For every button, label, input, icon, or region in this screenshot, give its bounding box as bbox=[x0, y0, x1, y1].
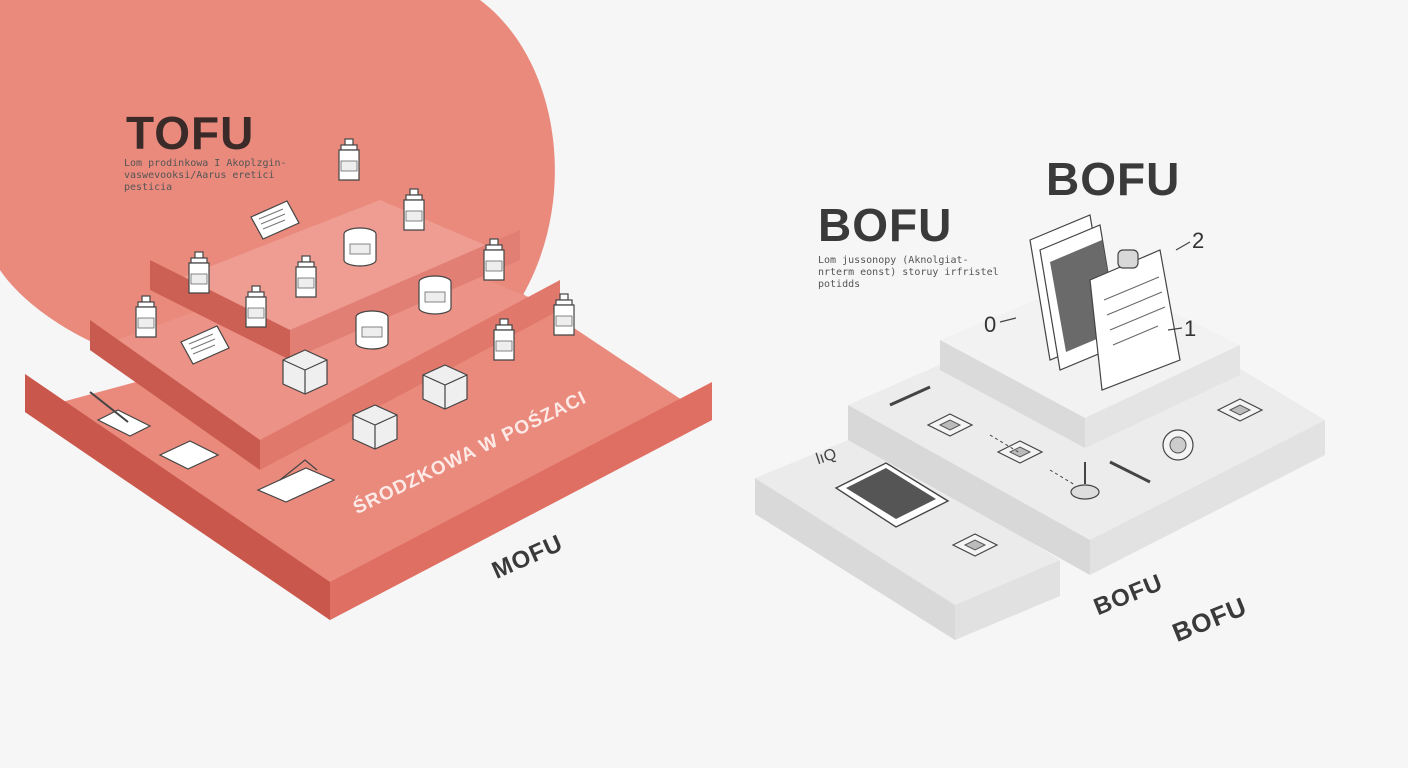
bofu-title-side: BOFU bbox=[818, 199, 953, 251]
bofu-description-2: nrterm eonst) storuy irfristel bbox=[818, 267, 999, 278]
number-1: 1 bbox=[1184, 316, 1197, 341]
tofu-description-3: pesticia bbox=[124, 182, 173, 193]
bofu-description-1: Lom jussonopy (Aknolgiat- bbox=[818, 255, 969, 266]
tofu-title: TOFU bbox=[126, 107, 255, 159]
number-2: 2 bbox=[1192, 228, 1205, 253]
bofu-description-3: potidds bbox=[818, 279, 861, 290]
number-0: 0 bbox=[984, 312, 997, 337]
tofu-description-1: Lom prodinkowa I Akoplzgin- bbox=[124, 158, 287, 169]
tofu-description-2: vaswevooksi/Aarus eretici bbox=[124, 170, 275, 181]
bofu-title-top: BOFU bbox=[1046, 153, 1181, 205]
